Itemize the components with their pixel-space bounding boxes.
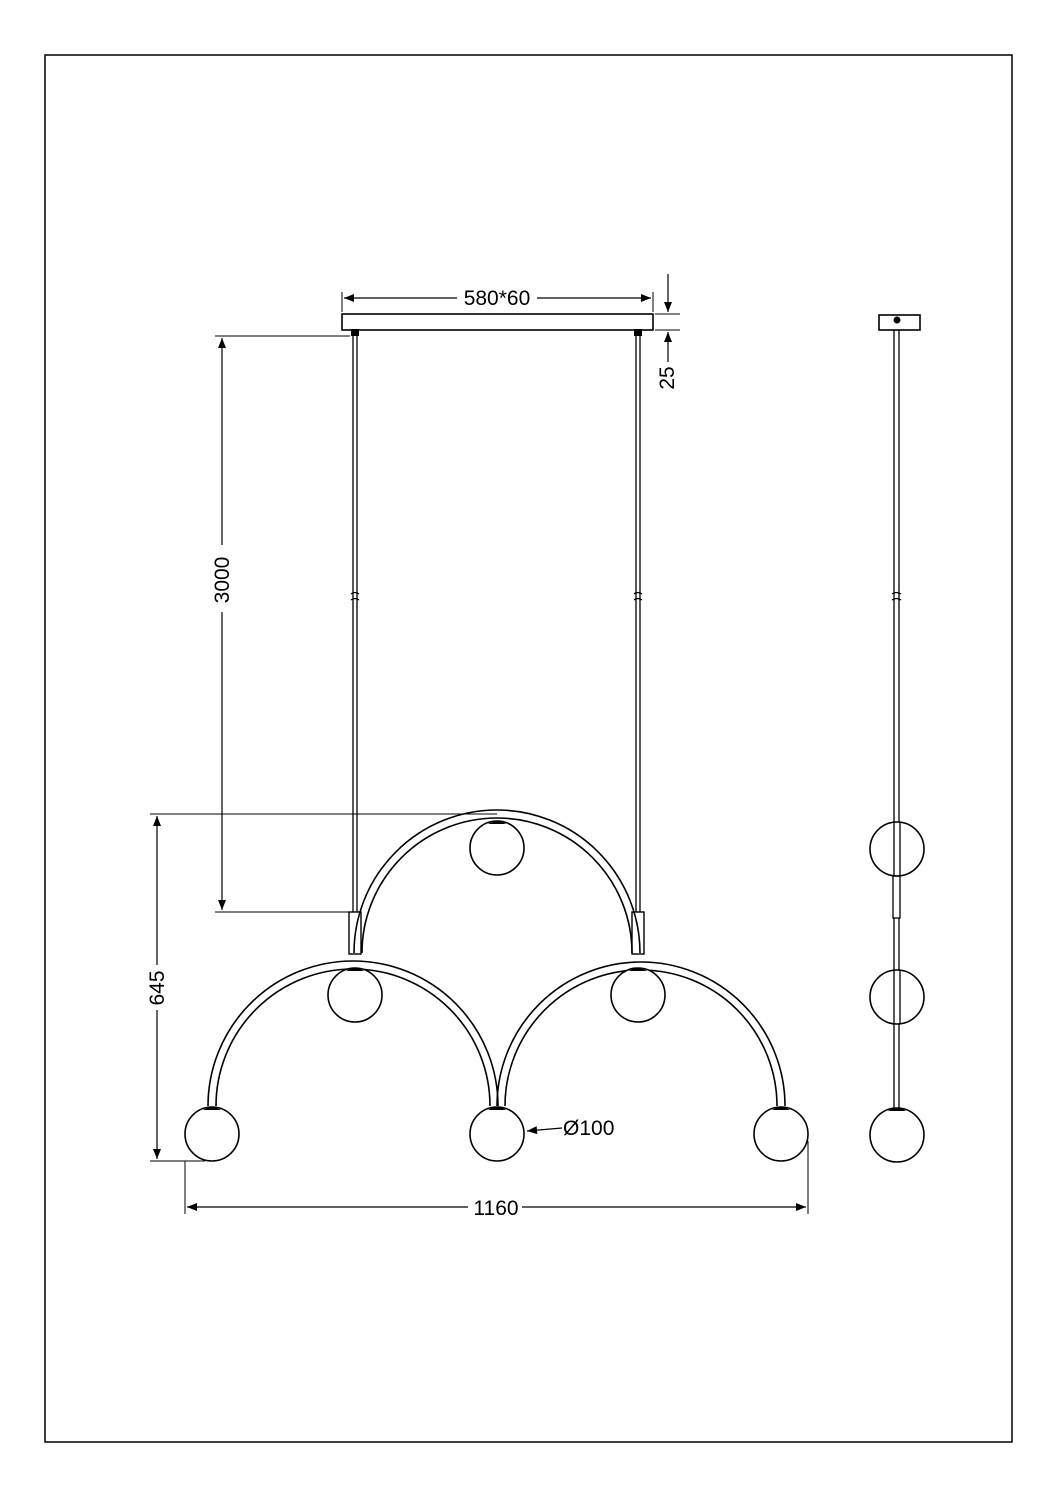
dimension-globe-diameter: Ø100 [526,1117,614,1140]
side-canopy [878,314,921,331]
cable-clamp-right [634,329,642,336]
dimension-overall-width: 1160 [184,1141,809,1220]
globe-bottom-right [753,1106,809,1162]
canopy [341,313,654,331]
arc-top [353,809,641,954]
side-connector [892,875,901,919]
dimension-canopy-label: 580*60 [464,287,531,310]
dimension-canopy-height: 25 [655,274,680,390]
drawing-border [44,54,1013,1443]
side-globe-top [869,821,925,877]
side-globe-bottom [869,1107,925,1163]
dimension-cable-length-label: 3000 [211,557,234,604]
side-view [869,314,925,1163]
globe-top [469,820,525,876]
dimension-cable-length: 3000 [211,335,350,913]
side-globe-middle [869,969,925,1025]
suspension-cable-right [633,336,643,912]
globe-bottom-left [184,1106,240,1162]
front-view [184,313,809,1162]
dimension-globe-diameter-label: Ø100 [563,1117,614,1140]
suspension-cable-left [350,336,360,912]
cable-clamp-left [351,329,359,336]
globe-mid-right [610,967,666,1023]
globe-mid-left [327,967,383,1023]
dimension-overall-width-label: 1160 [473,1197,518,1220]
dimension-canopy-height-label: 25 [656,366,679,389]
globe-bottom-center [469,1106,525,1162]
dimension-fixture-height-label: 645 [146,970,169,1005]
dimension-canopy-width: 580*60 [341,287,654,312]
dimension-fixture-height: 645 [146,813,497,1162]
